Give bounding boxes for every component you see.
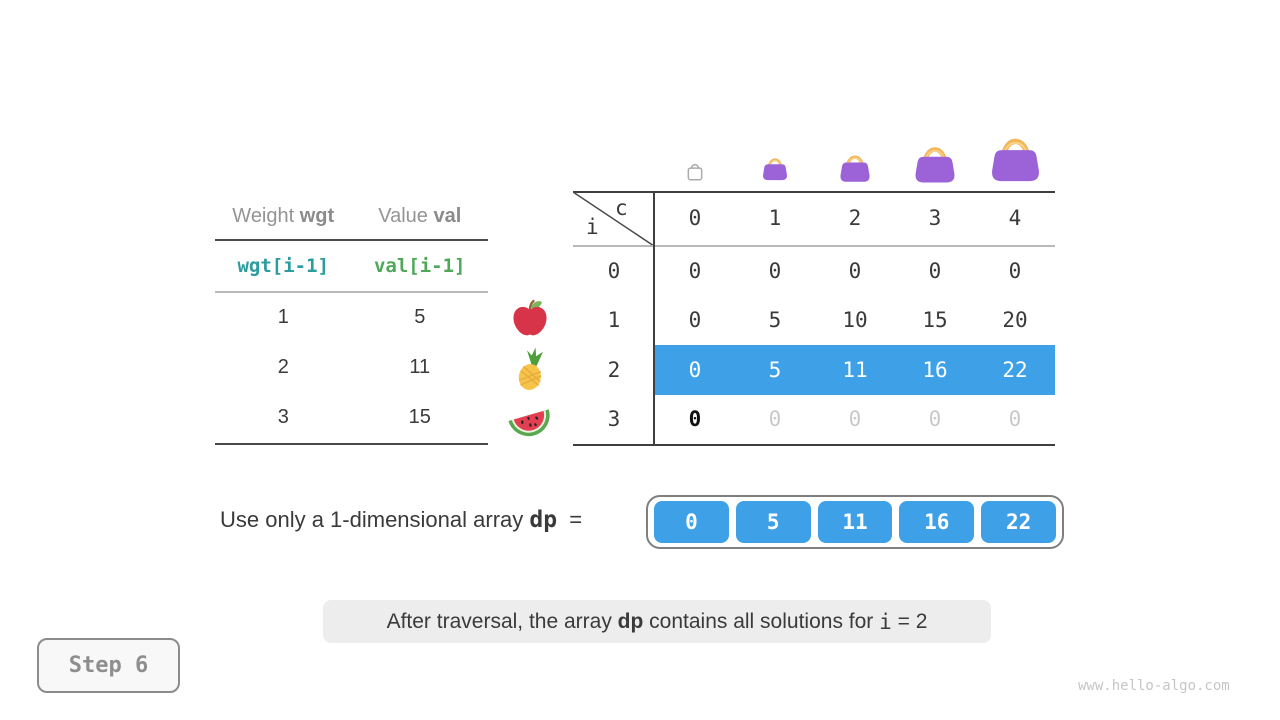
value-column-header: Value val <box>378 204 462 227</box>
corner-col-var: c <box>615 196 628 220</box>
dp-cell: 0 <box>688 258 702 283</box>
item-value: 5 <box>414 306 426 328</box>
dp-cell-current: 0 <box>688 407 702 432</box>
dp-cells: 0 0 0 0 0 <box>655 395 1055 445</box>
array-cell: 16 <box>899 501 975 543</box>
dp-cell: 16 <box>922 357 948 382</box>
dp-cell: 0 <box>688 308 702 333</box>
dp-cell: 11 <box>842 357 868 382</box>
val-formula: val[i-1] <box>373 255 466 277</box>
dp-cell: 15 <box>922 308 948 333</box>
dp-cell: 22 <box>1002 357 1028 382</box>
dp-code-label: dp <box>617 609 644 633</box>
wgt-formula: wgt[i-1] <box>237 255 329 277</box>
array-cell: 11 <box>817 501 893 543</box>
items-table-header: Weight wgt Value val <box>215 193 488 239</box>
row-label: 0 <box>607 258 621 283</box>
dp-column-headers: 0 1 2 3 4 <box>655 191 1055 245</box>
handbag-icon-small <box>761 154 789 181</box>
items-table: Weight wgt Value val wgt[i-1] val[i-1] 1… <box>215 193 488 445</box>
dp-cell: 0 <box>1008 258 1022 283</box>
array-cell: 22 <box>981 501 1056 543</box>
item-weight: 1 <box>277 306 289 328</box>
label-column-divider <box>653 191 655 446</box>
dp-cells: 0 0 0 0 0 <box>655 246 1055 296</box>
item-weight: 2 <box>277 356 289 378</box>
apple-icon <box>510 298 550 338</box>
dp-row-3: 3 0 0 0 0 0 <box>573 395 1055 445</box>
corner-row-var: i <box>586 215 599 239</box>
dp-row-2-highlighted: 2 0 5 11 16 22 <box>573 345 1055 395</box>
col-header: 3 <box>928 206 942 230</box>
row-label: 3 <box>607 407 621 432</box>
col-header: 2 <box>848 206 862 230</box>
item-value: 11 <box>409 356 431 378</box>
dp-code-label: dp <box>529 507 558 533</box>
item-value: 15 <box>408 406 431 428</box>
handbag-icon-medium <box>838 150 872 183</box>
dp-cell: 10 <box>842 308 868 333</box>
dp-cell-pending: 0 <box>848 407 862 432</box>
item-row: 2 11 <box>215 343 488 393</box>
item-weight: 3 <box>277 406 289 428</box>
item-row: 3 15 <box>215 393 488 443</box>
dp-cell-pending: 0 <box>768 407 782 432</box>
dp-cell: 20 <box>1002 308 1028 333</box>
step-button[interactable]: Step 6 <box>37 638 180 693</box>
dp-array-box: 0 5 11 16 22 <box>646 495 1064 549</box>
dp-cell: 0 <box>768 258 782 283</box>
array-cell: 5 <box>735 501 811 543</box>
dp-cell-pending: 0 <box>928 407 942 432</box>
dp-cells: 0 5 10 15 20 <box>655 296 1055 346</box>
dp-row-0: 0 0 0 0 0 0 <box>573 246 1055 296</box>
dp-table-top-border <box>573 191 1055 193</box>
dp-table-body: 0 0 0 0 0 0 1 0 5 10 15 20 2 0 5 <box>573 246 1055 444</box>
array-label: Use only a 1-dimensional array dp = <box>220 507 583 533</box>
dp-table: c i 0 1 2 3 4 0 0 0 0 0 0 1 0 5 10 15 <box>573 191 1055 447</box>
divider <box>215 442 488 445</box>
array-cell: 0 <box>654 501 729 543</box>
col-header: 4 <box>1008 206 1022 230</box>
handbag-icon-large <box>912 140 958 184</box>
dp-cell: 0 <box>848 258 862 283</box>
handbag-icon-xlarge <box>988 130 1043 183</box>
item-row: 1 5 <box>215 293 488 343</box>
caption-pill: After traversal, the array dp contains a… <box>323 600 991 643</box>
col-header: 1 <box>768 206 782 230</box>
dp-cell: 5 <box>768 308 782 333</box>
dp-table-bottom-border <box>573 444 1055 446</box>
dp-cell-pending: 0 <box>1008 407 1022 432</box>
dp-cell: 0 <box>688 357 702 382</box>
site-watermark: www.hello-algo.com <box>1078 678 1230 694</box>
row-label: 1 <box>607 308 621 333</box>
divider <box>215 239 488 241</box>
header-divider <box>573 245 1055 247</box>
col-header: 0 <box>688 206 702 230</box>
i-var-label: i <box>879 609 892 634</box>
watermelon-icon <box>507 400 553 440</box>
dp-cells-highlighted: 0 5 11 16 22 <box>655 345 1055 395</box>
pineapple-icon <box>509 346 551 392</box>
divider <box>215 291 488 293</box>
weight-column-header: Weight wgt <box>232 204 335 227</box>
items-table-formula-row: wgt[i-1] val[i-1] <box>215 241 488 291</box>
dp-row-1: 1 0 5 10 15 20 <box>573 296 1055 346</box>
row-label: 2 <box>607 357 621 382</box>
empty-bag-icon <box>685 160 705 182</box>
corner-diagonal-line <box>573 191 655 246</box>
dp-cell: 0 <box>928 258 942 283</box>
dp-cell: 5 <box>768 357 782 382</box>
